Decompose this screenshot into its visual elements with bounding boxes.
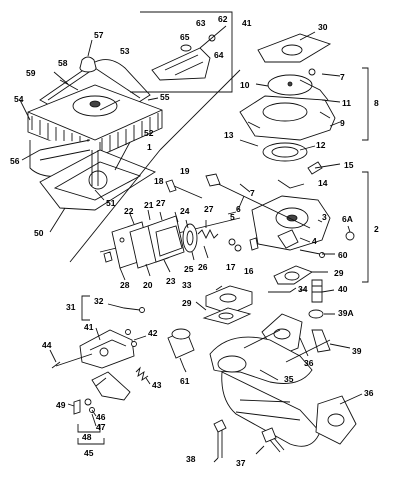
- callout-36-lower: 36: [364, 388, 374, 398]
- callout-41-upper: 41: [242, 18, 252, 28]
- callout-14: 14: [318, 178, 328, 188]
- callout-11: 11: [342, 98, 351, 108]
- callout-59: 59: [26, 68, 36, 78]
- callout-40: 40: [338, 284, 348, 294]
- callout-4: 4: [312, 236, 317, 246]
- callout-29-left: 29: [182, 298, 192, 308]
- callout-51: 51: [106, 198, 116, 208]
- callout-55: 55: [160, 92, 170, 102]
- manifold: [209, 313, 363, 447]
- callout-7-upper: 7: [340, 72, 345, 82]
- callout-39: 39: [352, 346, 362, 356]
- callout-45: 45: [84, 448, 94, 458]
- callout-33: 33: [182, 280, 192, 290]
- callout-15: 15: [344, 160, 354, 170]
- carburetor-lower-body: [205, 171, 369, 283]
- callout-37: 37: [236, 458, 246, 468]
- callout-2: 2: [374, 224, 379, 234]
- callout-27b: 27: [204, 204, 214, 214]
- callout-62: 62: [218, 14, 228, 24]
- callout-25: 25: [184, 264, 194, 274]
- throttle-control-bracket-inset: [130, 11, 233, 93]
- callout-64: 64: [214, 50, 224, 60]
- callout-31: 31: [66, 302, 76, 312]
- callout-49: 49: [56, 400, 66, 410]
- callout-38: 38: [186, 454, 196, 464]
- callout-35: 35: [284, 374, 294, 384]
- callout-21: 21: [144, 200, 154, 210]
- callout-8: 8: [374, 98, 379, 108]
- callout-34: 34: [298, 284, 308, 294]
- callout-53: 53: [120, 46, 130, 56]
- callout-43: 43: [152, 380, 162, 390]
- callout-5: 5: [230, 212, 235, 222]
- callout-27a: 27: [156, 198, 166, 208]
- callout-36-upper: 36: [304, 358, 314, 368]
- pump-gasket-stack: [99, 179, 241, 281]
- callout-17: 17: [226, 262, 236, 272]
- callout-63: 63: [196, 18, 206, 28]
- leader-1b: [69, 149, 161, 263]
- air-cleaner-assembly: [19, 39, 163, 233]
- callout-47: 47: [96, 422, 106, 432]
- callout-46: 46: [96, 412, 106, 422]
- callout-50: 50: [34, 228, 44, 238]
- callout-54: 54: [14, 94, 24, 104]
- intake-gaskets-and-fittings: [195, 265, 351, 353]
- solenoid-61: [167, 328, 195, 373]
- callout-16: 16: [244, 266, 254, 276]
- callout-13: 13: [224, 130, 234, 140]
- callout-1: 1: [147, 142, 152, 152]
- callout-57: 57: [94, 30, 104, 40]
- callout-44: 44: [42, 340, 52, 350]
- callout-19: 19: [180, 166, 190, 176]
- callout-58: 58: [58, 58, 68, 68]
- callout-52: 52: [144, 128, 154, 138]
- callout-18: 18: [154, 176, 164, 186]
- throttle-linkage-assembly: [49, 327, 151, 445]
- callout-61: 61: [180, 376, 190, 386]
- callout-41-lower: 41: [84, 322, 94, 332]
- callout-20: 20: [143, 280, 153, 290]
- callout-22: 22: [124, 206, 134, 216]
- callout-60: 60: [338, 250, 348, 260]
- callout-28: 28: [120, 280, 130, 290]
- callout-30: 30: [318, 22, 328, 32]
- leader-1: [159, 69, 241, 151]
- callout-56: 56: [10, 156, 20, 166]
- callout-65: 65: [180, 32, 190, 42]
- callout-24: 24: [180, 206, 190, 216]
- callout-48: 48: [82, 432, 92, 442]
- callout-6a: 6A: [342, 214, 353, 224]
- callout-10: 10: [240, 80, 250, 90]
- fuel-line: [81, 295, 145, 321]
- callout-3: 3: [322, 212, 327, 222]
- callout-12: 12: [316, 140, 326, 150]
- callout-26: 26: [198, 262, 208, 272]
- carburetor-upper-body: [239, 31, 369, 175]
- callout-9: 9: [340, 118, 345, 128]
- callout-29-right: 29: [334, 268, 344, 278]
- callout-7-lower: 7: [250, 188, 255, 198]
- callout-labels: 1 2 3 4 5 6 6A 7 7 8 9 10 11 12 13 14 15…: [10, 14, 379, 468]
- callout-6: 6: [236, 204, 241, 214]
- callout-42: 42: [148, 328, 158, 338]
- callout-39a: 39A: [338, 308, 354, 318]
- callout-23: 23: [166, 276, 176, 286]
- callout-32: 32: [94, 296, 104, 306]
- bolts: [213, 419, 285, 463]
